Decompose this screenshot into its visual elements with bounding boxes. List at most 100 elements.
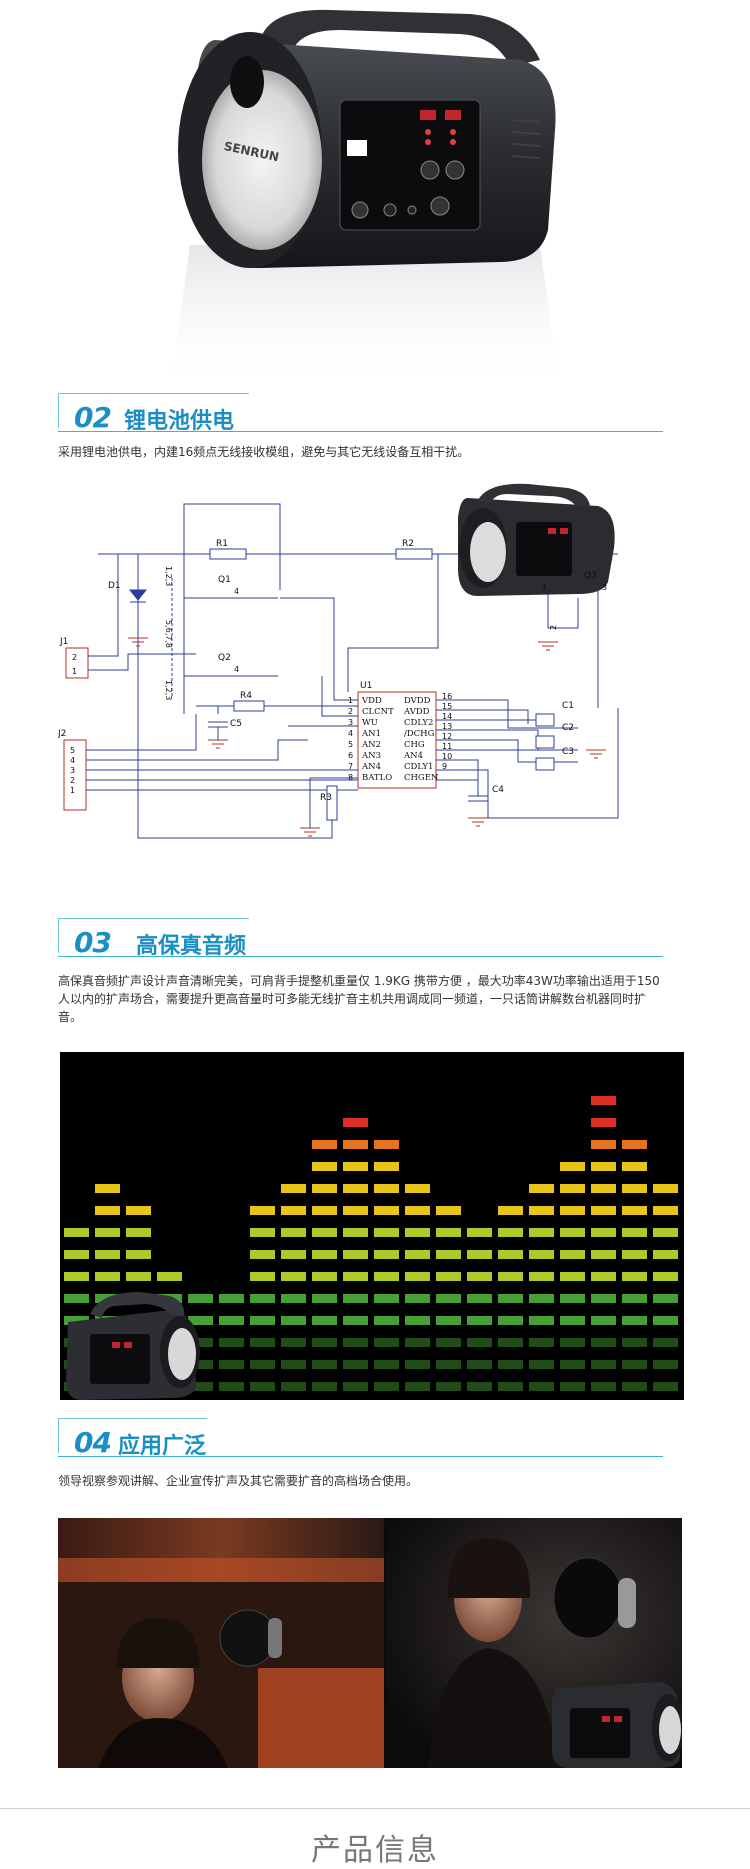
j1-pin: 2 xyxy=(72,653,77,662)
eq-segment xyxy=(405,1382,430,1391)
eq-segment xyxy=(529,1360,554,1369)
u1-pin-right: DVDD xyxy=(404,696,431,706)
section-title: 应用广泛 xyxy=(118,1434,207,1459)
eq-segment xyxy=(126,1228,151,1237)
q1-pin: 1,2,3 xyxy=(164,566,173,586)
label-r4: R4 xyxy=(240,691,252,701)
eq-segment xyxy=(374,1382,399,1391)
eq-segment xyxy=(591,1272,616,1281)
eq-segment xyxy=(560,1294,585,1303)
eq-segment xyxy=(498,1316,523,1325)
eq-segment xyxy=(591,1162,616,1171)
eq-segment xyxy=(281,1360,306,1369)
eq-segment xyxy=(374,1272,399,1281)
eq-segment xyxy=(374,1360,399,1369)
label-j2: J2 xyxy=(58,729,66,739)
eq-segment xyxy=(498,1360,523,1369)
eq-segment xyxy=(95,1184,120,1193)
eq-segment xyxy=(312,1250,337,1259)
eq-segment xyxy=(436,1206,461,1215)
eq-segment xyxy=(591,1250,616,1259)
eq-segment xyxy=(591,1360,616,1369)
u1-pin-number: 13 xyxy=(442,722,452,731)
eq-segment xyxy=(436,1228,461,1237)
j1-pin: 1 xyxy=(72,667,77,676)
u1-pin-number: 11 xyxy=(442,742,452,751)
eq-segment xyxy=(219,1316,244,1325)
q3-pin: 1 xyxy=(542,583,547,592)
eq-segment xyxy=(281,1228,306,1237)
eq-segment xyxy=(560,1250,585,1259)
eq-segment xyxy=(622,1338,647,1347)
eq-segment xyxy=(312,1294,337,1303)
section-description: 领导视察参观讲解、企业宣传扩声及其它需要扩音的高档场合使用。 xyxy=(58,1474,419,1488)
eq-segment xyxy=(653,1250,678,1259)
section-number: 04 xyxy=(74,1426,112,1459)
label-c3: C3 xyxy=(562,747,574,757)
footer-divider xyxy=(0,1808,750,1809)
product-thumbnail xyxy=(66,1292,200,1400)
eq-segment xyxy=(312,1338,337,1347)
eq-segment xyxy=(653,1272,678,1281)
u1-pin-left: AN3 xyxy=(361,751,381,761)
eq-segment xyxy=(467,1382,492,1391)
eq-segment xyxy=(529,1206,554,1215)
eq-segment xyxy=(653,1316,678,1325)
eq-segment xyxy=(343,1338,368,1347)
eq-segment xyxy=(591,1338,616,1347)
eq-segment xyxy=(591,1118,616,1127)
eq-segment xyxy=(405,1184,430,1193)
label-r2: R2 xyxy=(402,539,414,549)
eq-segment xyxy=(188,1294,213,1303)
eq-segment xyxy=(622,1294,647,1303)
eq-segment xyxy=(312,1228,337,1237)
eq-segment xyxy=(653,1338,678,1347)
eq-segment xyxy=(374,1206,399,1215)
eq-segment xyxy=(312,1360,337,1369)
eq-segment xyxy=(219,1360,244,1369)
eq-segment xyxy=(126,1272,151,1281)
j2-pin: 4 xyxy=(70,756,75,765)
eq-segment xyxy=(622,1316,647,1325)
eq-segment xyxy=(529,1316,554,1325)
u1-pin-number: 9 xyxy=(442,762,447,771)
eq-segment xyxy=(374,1250,399,1259)
label-q1: Q1 xyxy=(218,575,231,585)
label-c4: C4 xyxy=(492,785,504,795)
eq-segment xyxy=(188,1316,213,1325)
eq-segment xyxy=(498,1228,523,1237)
eq-segment xyxy=(560,1338,585,1347)
eq-segment xyxy=(622,1228,647,1237)
eq-segment xyxy=(498,1338,523,1347)
eq-segment xyxy=(374,1228,399,1237)
eq-segment xyxy=(343,1118,368,1127)
section-header-02: 02 锂电池供电 xyxy=(58,393,663,434)
section-number: 02 xyxy=(74,401,112,434)
section-title: 高保真音频 xyxy=(136,934,247,959)
u1-pin-left: WU xyxy=(362,718,378,728)
eq-segment xyxy=(591,1228,616,1237)
eq-segment xyxy=(405,1338,430,1347)
eq-segment xyxy=(498,1250,523,1259)
eq-segment xyxy=(560,1228,585,1237)
eq-segment xyxy=(622,1184,647,1193)
eq-segment xyxy=(560,1382,585,1391)
eq-segment xyxy=(281,1382,306,1391)
eq-segment xyxy=(591,1206,616,1215)
section-header-03: 03 高保真音频 xyxy=(58,918,663,959)
eq-segment xyxy=(591,1316,616,1325)
eq-segment xyxy=(157,1272,182,1281)
u1-pin-right: CDLY1 xyxy=(404,762,433,772)
u1-pin-number: 1 xyxy=(348,696,353,705)
eq-segment xyxy=(560,1272,585,1281)
eq-segment xyxy=(374,1162,399,1171)
eq-segment xyxy=(343,1206,368,1215)
eq-segment xyxy=(591,1294,616,1303)
eq-segment xyxy=(498,1206,523,1215)
eq-segment xyxy=(250,1360,275,1369)
eq-segment xyxy=(312,1206,337,1215)
eq-segment xyxy=(343,1316,368,1325)
eq-segment xyxy=(622,1272,647,1281)
eq-segment xyxy=(64,1228,89,1237)
u1-pin-right: AVDD xyxy=(403,707,430,717)
